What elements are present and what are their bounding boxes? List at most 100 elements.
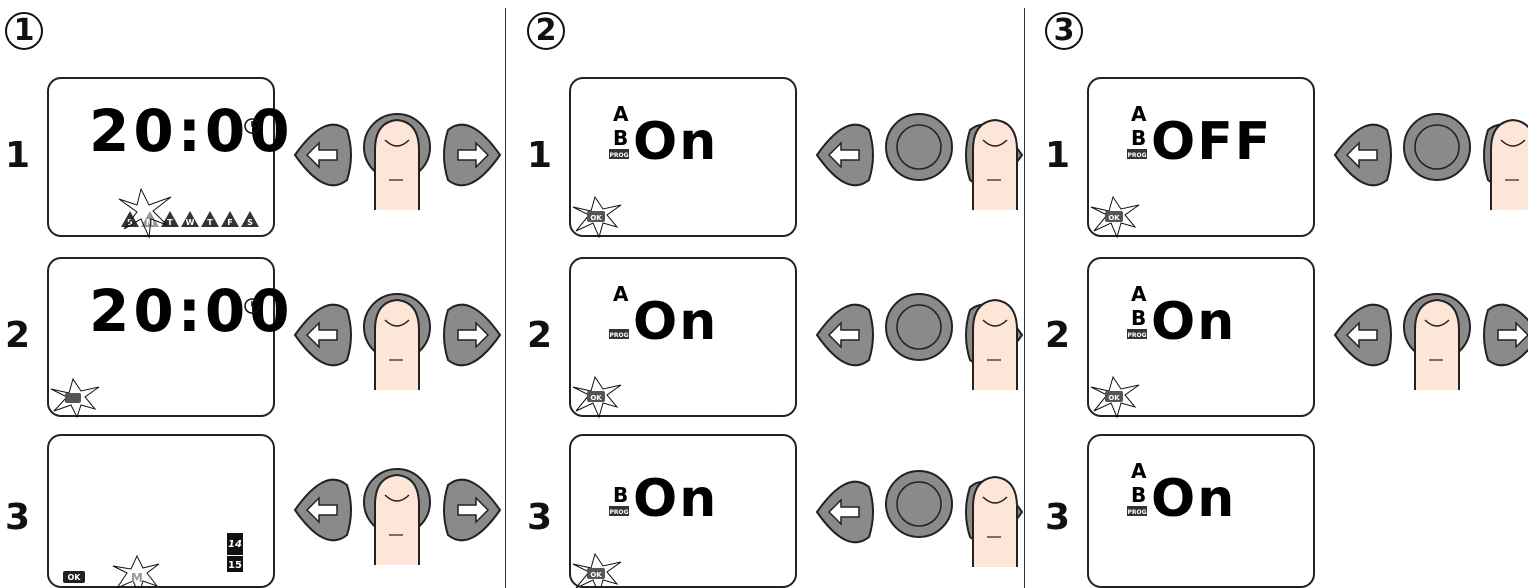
row-number: 1 [527, 135, 553, 176]
finger-icon [972, 475, 1018, 567]
flash-burst-icon [1090, 375, 1140, 419]
column-divider [505, 8, 506, 588]
left-arrow-button-icon[interactable] [1333, 123, 1392, 187]
ok-label: OK [68, 573, 82, 582]
left-arrow-button-icon[interactable] [815, 480, 874, 544]
left-arrow-button-icon[interactable] [293, 123, 352, 187]
clock-icon [244, 298, 260, 314]
channel-a-label: A [1131, 102, 1147, 126]
ok-label: OK [590, 214, 602, 222]
channel-b-label: B [613, 126, 628, 150]
prog-label: PROG [609, 152, 628, 159]
right-arrow-button-icon[interactable] [443, 478, 502, 542]
channel-b-label: B [613, 483, 628, 507]
channel-b-label: B [1131, 126, 1146, 150]
prog-label: PROG [609, 509, 628, 516]
finger-icon [374, 298, 420, 390]
badge-top-text: 14 [228, 539, 242, 550]
button-panel [1333, 113, 1528, 210]
ok-label: OK [590, 571, 602, 579]
ok-button-icon[interactable] [1403, 113, 1471, 181]
lcd-screen: OK M 14 15 [47, 434, 275, 588]
finger-icon [1490, 118, 1528, 210]
row-number: 3 [527, 497, 553, 538]
flash-burst-icon [572, 375, 622, 419]
lcd-status-display: OK M 14 15 [63, 533, 243, 588]
flash-burst-icon [1090, 195, 1140, 239]
state-text: On [633, 112, 718, 172]
state-text: On [633, 469, 718, 529]
step-number: 1 [5, 12, 43, 50]
finger-icon [374, 473, 420, 565]
ok-button-icon[interactable] [885, 470, 953, 538]
flash-burst-icon [572, 552, 622, 588]
prog-label: PROG [1127, 509, 1146, 516]
button-panel [293, 468, 502, 565]
left-arrow-button-icon[interactable] [815, 123, 874, 187]
prog-label: PROG [1127, 152, 1146, 159]
button-panel [293, 113, 502, 210]
row-number: 1 [5, 135, 31, 176]
button-panel [293, 293, 502, 390]
lcd-time-display: 20:00 [50, 277, 290, 419]
time-text: 20:00 [89, 97, 294, 165]
right-arrow-button-icon[interactable] [1483, 303, 1528, 367]
prog-label: PROG [1127, 332, 1146, 339]
button-panel [815, 470, 1024, 567]
button-panel [1333, 293, 1528, 390]
row-number: 3 [1045, 497, 1071, 538]
left-arrow-button-icon[interactable] [815, 303, 874, 367]
right-arrow-button-icon[interactable] [443, 123, 502, 187]
row-number: 2 [1045, 315, 1071, 356]
ok-button-icon[interactable] [885, 113, 953, 181]
ok-label: OK [1108, 214, 1120, 222]
state-text: On [633, 292, 718, 352]
channel-a-label: A [613, 282, 629, 306]
left-arrow-button-icon[interactable] [293, 478, 352, 542]
state-text: On [1151, 469, 1236, 529]
channel-a-label: A [1131, 282, 1147, 306]
button-panel [815, 113, 1024, 210]
right-arrow-button-icon[interactable] [443, 303, 502, 367]
left-arrow-button-icon[interactable] [293, 303, 352, 367]
state-text: On [1151, 292, 1236, 352]
step-number: 3 [1045, 12, 1083, 50]
time-text: 20:00 [89, 277, 294, 345]
row-number: 3 [5, 497, 31, 538]
day-marker [241, 211, 259, 227]
day-marker [141, 211, 159, 227]
day-marker [181, 211, 199, 227]
day-letter: M [131, 571, 143, 585]
channel-a-label: A [1131, 459, 1147, 483]
channel-a-label: A [613, 102, 629, 126]
button-panel [815, 293, 1024, 390]
state-text: OFF [1151, 112, 1272, 172]
badge-bottom-text: 15 [228, 560, 242, 571]
left-arrow-button-icon[interactable] [1333, 303, 1392, 367]
flash-burst-icon [118, 187, 172, 239]
clock-icon [244, 118, 260, 134]
flash-burst-icon [112, 554, 160, 588]
ok-button-icon[interactable] [885, 293, 953, 361]
finger-icon [972, 118, 1018, 210]
day-letter: S [247, 218, 253, 227]
day-letter: M [146, 218, 154, 227]
ok-label: OK [1108, 394, 1120, 402]
row-number: 1 [1045, 135, 1071, 176]
day-marker [201, 211, 219, 227]
day-letter: F [227, 218, 232, 227]
flash-burst-icon [50, 377, 100, 419]
finger-icon [374, 118, 420, 210]
